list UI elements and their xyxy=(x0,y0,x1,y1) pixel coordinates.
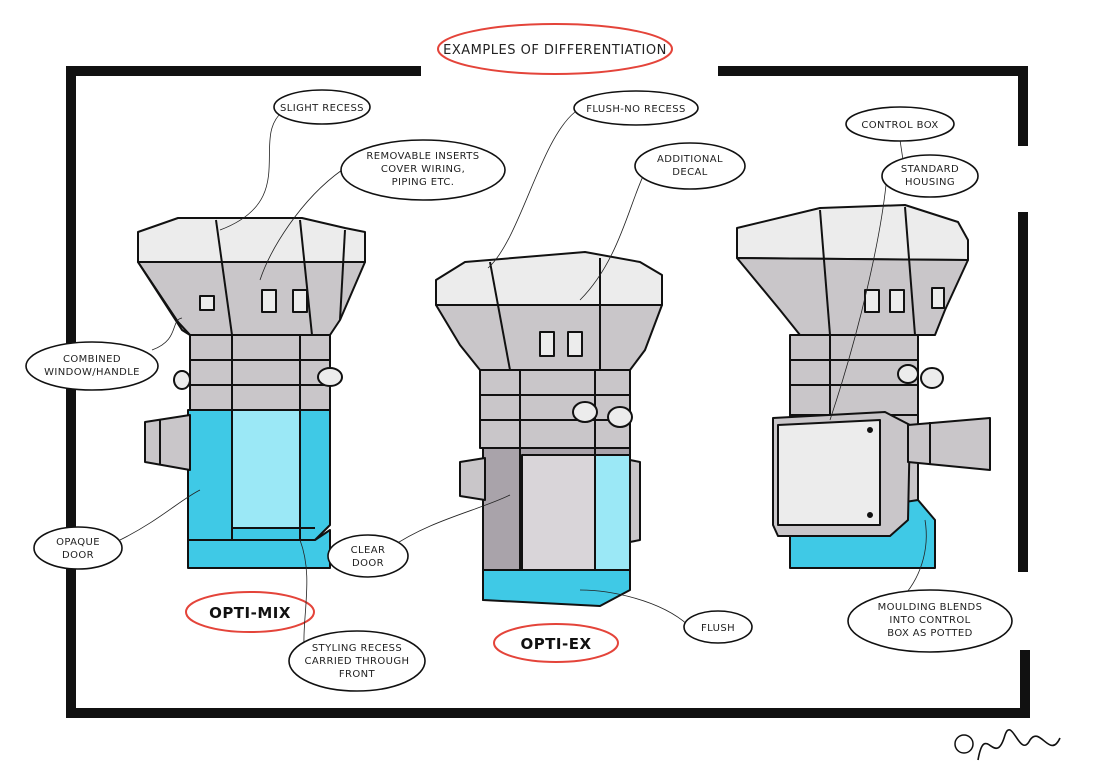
svg-text:DECAL: DECAL xyxy=(672,167,707,178)
opti-mix-name: OPTI-MIX xyxy=(209,604,291,622)
callout-leaders xyxy=(119,111,927,661)
control-box-unit xyxy=(736,204,991,569)
opti-mix-label: OPTI-MIX xyxy=(185,591,315,633)
svg-text:DOOR: DOOR xyxy=(62,550,94,561)
callout-clear-door: CLEAR DOOR xyxy=(327,534,409,578)
callout-styling-recess: STYLING RECESS CARRIED THROUGH FRONT xyxy=(288,630,426,692)
svg-text:CLEAR: CLEAR xyxy=(351,545,386,556)
svg-text:ADDITIONAL: ADDITIONAL xyxy=(657,154,723,165)
svg-text:STYLING RECESS: STYLING RECESS xyxy=(312,643,402,654)
svg-text:COVER WIRING,: COVER WIRING, xyxy=(381,164,465,175)
opti-ex-name: OPTI-EX xyxy=(520,635,591,653)
svg-text:FRONT: FRONT xyxy=(339,669,376,680)
svg-text:OPAQUE: OPAQUE xyxy=(56,537,100,548)
callout-control-box: CONTROL BOX xyxy=(845,106,955,142)
callout-standard-housing: STANDARD HOUSING xyxy=(881,154,979,198)
svg-text:SLIGHT RECESS: SLIGHT RECESS xyxy=(280,103,364,114)
callout-additional-decal: ADDITIONAL DECAL xyxy=(634,142,746,190)
callout-combined-window: COMBINED WINDOW/HANDLE xyxy=(25,341,159,391)
opti-ex-unit xyxy=(435,251,663,607)
title-bubble: EXAMPLES OF DIFFERENTIATION xyxy=(437,23,673,75)
svg-text:STANDARD: STANDARD xyxy=(901,164,959,175)
callout-removable-inserts: REMOVABLE INSERTS COVER WIRING, PIPING E… xyxy=(340,139,506,201)
svg-text:WINDOW/HANDLE: WINDOW/HANDLE xyxy=(44,367,140,378)
svg-text:CARRIED THROUGH: CARRIED THROUGH xyxy=(305,656,410,667)
svg-text:PIPING ETC.: PIPING ETC. xyxy=(392,177,455,188)
svg-text:HOUSING: HOUSING xyxy=(905,177,955,188)
callout-slight-recess: SLIGHT RECESS xyxy=(273,89,371,125)
svg-text:BOX AS POTTED: BOX AS POTTED xyxy=(887,628,972,639)
opti-mix-unit xyxy=(137,217,366,569)
svg-text:INTO CONTROL: INTO CONTROL xyxy=(889,615,970,626)
callout-flush: FLUSH xyxy=(683,610,753,644)
svg-text:CONTROL BOX: CONTROL BOX xyxy=(861,120,938,131)
svg-text:DOOR: DOOR xyxy=(352,558,384,569)
page-title: EXAMPLES OF DIFFERENTIATION xyxy=(443,43,667,58)
svg-text:FLUSH-NO RECESS: FLUSH-NO RECESS xyxy=(586,104,685,115)
signature xyxy=(954,728,1061,761)
callout-moulding-blends: MOULDING BLENDS INTO CONTROL BOX AS POTT… xyxy=(847,589,1013,653)
svg-text:REMOVABLE INSERTS: REMOVABLE INSERTS xyxy=(366,151,479,162)
callout-flush-no-recess: FLUSH-NO RECESS xyxy=(573,90,699,126)
svg-text:FLUSH: FLUSH xyxy=(701,623,735,634)
frame-brackets xyxy=(66,66,1030,718)
svg-text:MOULDING BLENDS: MOULDING BLENDS xyxy=(878,602,983,613)
opti-ex-label: OPTI-EX xyxy=(493,623,619,663)
callout-opaque-door: OPAQUE DOOR xyxy=(33,526,123,570)
svg-text:COMBINED: COMBINED xyxy=(63,354,121,365)
